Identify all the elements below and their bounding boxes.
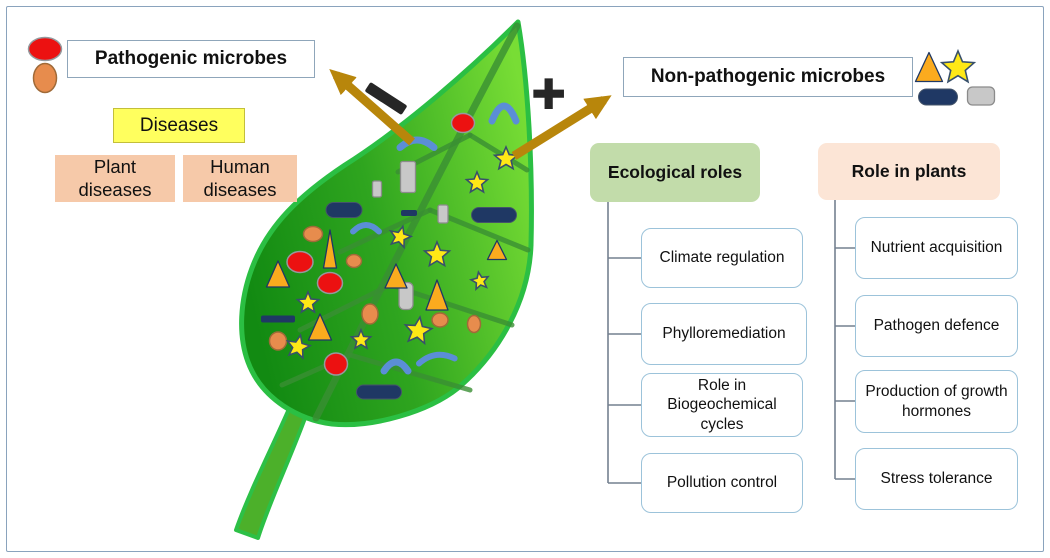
gray-rect-icon <box>399 160 417 194</box>
nonpathogenic-microbes-title: Non-pathogenic microbes <box>623 57 913 97</box>
navy-pill-icon <box>325 202 363 218</box>
blue-arc-icon <box>396 136 438 151</box>
orange-ellipse-icon <box>361 303 379 325</box>
eco-item-phylloremediation: Phylloremediation <box>641 303 807 365</box>
plant-diseases-label: Plant diseases <box>55 155 175 202</box>
star-icon <box>285 333 312 360</box>
gray-rect-icon <box>371 180 383 198</box>
red-microbe-icon <box>323 352 349 376</box>
star-icon <box>939 48 977 84</box>
gray-rect-icon <box>437 204 449 224</box>
blue-arc-icon <box>350 222 382 235</box>
star-icon <box>349 327 373 350</box>
triangle-icon <box>425 279 449 311</box>
triangle-icon <box>914 51 944 83</box>
navy-pill-icon <box>356 384 402 400</box>
triangle-icon <box>384 263 408 289</box>
plant-item-stress-tolerance: Stress tolerance <box>855 448 1018 510</box>
orange-ellipse-icon <box>268 331 288 351</box>
star-icon <box>388 224 414 250</box>
plant-item-pathogen-defence: Pathogen defence <box>855 295 1018 357</box>
star-icon <box>422 239 452 268</box>
role-in-plants-header: Role in plants <box>818 143 1000 200</box>
nonpathogenic-legend-icons <box>914 48 996 106</box>
diseases-label: Diseases <box>113 108 245 143</box>
pathogenic-microbes-title: Pathogenic microbes <box>67 40 315 78</box>
human-diseases-label: Human diseases <box>183 155 297 202</box>
navy-pill-icon <box>471 207 517 223</box>
navy-pill-icon <box>918 88 958 106</box>
star-icon <box>469 270 490 291</box>
star-icon <box>403 315 434 346</box>
eco-item-biogeochemical-cycles: Role in Biogeochemical cycles <box>641 373 803 437</box>
star-icon <box>464 169 490 194</box>
triangle-icon <box>265 260 291 288</box>
blue-arc-icon <box>488 102 520 125</box>
plant-item-nutrient-acquisition: Nutrient acquisition <box>855 217 1018 279</box>
orange-ellipse-icon <box>32 62 58 94</box>
gray-rect-icon <box>398 281 414 311</box>
plant-item-growth-hormones: Production of growth hormones <box>855 370 1018 433</box>
plus-icon: ✚ <box>531 71 567 118</box>
star-icon <box>295 289 321 314</box>
gray-rect-icon <box>966 86 996 106</box>
arrow-to-pathogenic <box>329 69 415 146</box>
eco-item-pollution-control: Pollution control <box>641 453 803 513</box>
orange-ellipse-icon <box>345 253 363 269</box>
blue-arc-icon <box>416 351 458 367</box>
ecological-roles-header: Ecological roles <box>590 143 760 202</box>
red-microbe-icon <box>316 271 344 295</box>
navy-bar-icon <box>261 315 295 323</box>
pathogenic-legend-icons <box>27 36 63 94</box>
orange-ellipse-icon <box>466 314 482 334</box>
orange-ellipse-icon <box>431 312 449 328</box>
triangle-icon <box>486 239 508 261</box>
red-microbe-icon <box>450 112 476 134</box>
eco-item-climate-regulation: Climate regulation <box>641 228 803 288</box>
red-microbe-icon <box>27 36 63 62</box>
triangle-icon <box>307 313 333 341</box>
leaf-microbes-layer <box>261 102 520 400</box>
navy-bar-icon <box>401 210 417 216</box>
triangle-icon <box>322 229 338 269</box>
blue-arc-icon <box>380 358 412 375</box>
arrow-to-nonpathogenic <box>511 95 612 160</box>
tree-connectors <box>607 200 855 484</box>
leaf-stem <box>234 400 310 540</box>
red-microbe-icon <box>286 250 314 274</box>
orange-ellipse-icon <box>302 225 324 243</box>
